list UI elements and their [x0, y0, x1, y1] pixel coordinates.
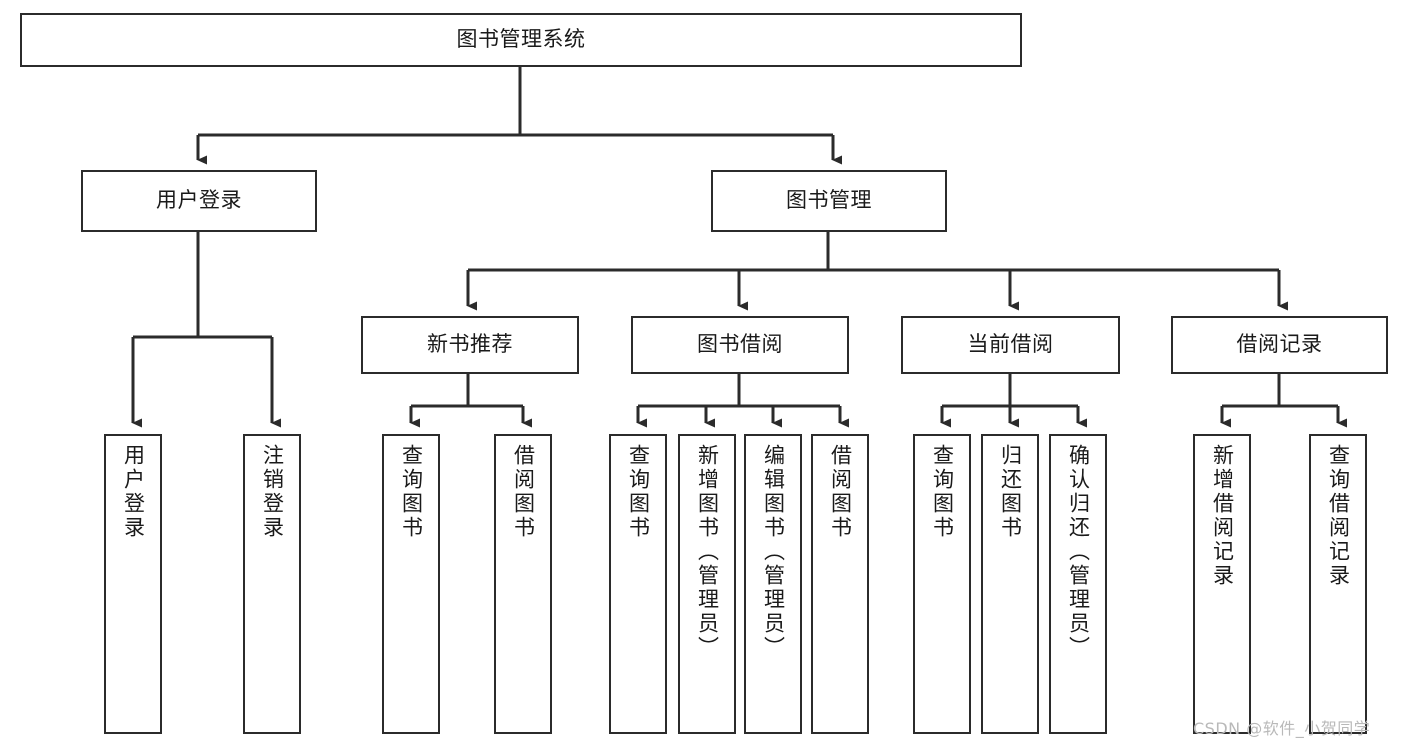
leaf-user-login-logout[interactable]: 注销登录: [243, 434, 301, 734]
leaf-borrow-add-book-admin[interactable]: 新增图书（管理员）: [678, 434, 736, 734]
leaf-borrow-query-book[interactable]: 查询图书: [609, 434, 667, 734]
node-label: 借阅记录: [1236, 332, 1323, 357]
leaf-label: 用户登录: [121, 444, 146, 540]
leaf-label: 新增借阅记录: [1210, 444, 1235, 588]
node-label: 新书推荐: [427, 332, 513, 357]
node-label: 当前借阅: [967, 332, 1054, 357]
csdn-watermark: CSDN @软件_小贺同学: [1193, 719, 1371, 738]
node-user-login[interactable]: 用户登录: [81, 170, 317, 232]
leaf-label: 查询图书: [930, 444, 955, 540]
node-borrow-record[interactable]: 借阅记录: [1171, 316, 1388, 374]
node-new-book-recommend[interactable]: 新书推荐: [361, 316, 579, 374]
leaf-label: 借阅图书: [828, 444, 853, 540]
node-current-borrow[interactable]: 当前借阅: [901, 316, 1120, 374]
node-root-system[interactable]: 图书管理系统: [20, 13, 1022, 67]
node-label: 用户登录: [156, 188, 242, 213]
leaf-user-login-login[interactable]: 用户登录: [104, 434, 162, 734]
leaf-record-add-record[interactable]: 新增借阅记录: [1193, 434, 1251, 734]
leaf-current-query-book[interactable]: 查询图书: [913, 434, 971, 734]
leaf-current-return-book[interactable]: 归还图书: [981, 434, 1039, 734]
node-label: 图书借阅: [697, 332, 783, 357]
node-label: 图书管理: [786, 188, 872, 213]
leaf-label: 查询图书: [399, 444, 424, 540]
leaf-record-query-record[interactable]: 查询借阅记录: [1309, 434, 1367, 734]
leaf-label: 新增图书（管理员）: [695, 444, 720, 660]
leaf-label: 确认归还（管理员）: [1066, 444, 1091, 660]
leaf-label: 借阅图书: [511, 444, 536, 540]
leaf-borrow-borrow-book[interactable]: 借阅图书: [811, 434, 869, 734]
leaf-recommend-query-book[interactable]: 查询图书: [382, 434, 440, 734]
leaf-label: 归还图书: [998, 444, 1023, 540]
node-book-management[interactable]: 图书管理: [711, 170, 947, 232]
leaf-label: 编辑图书（管理员）: [761, 444, 786, 660]
node-label: 图书管理系统: [456, 27, 586, 52]
leaf-borrow-edit-book-admin[interactable]: 编辑图书（管理员）: [744, 434, 802, 734]
leaf-current-confirm-return-admin[interactable]: 确认归还（管理员）: [1049, 434, 1107, 734]
node-book-borrow[interactable]: 图书借阅: [631, 316, 849, 374]
leaf-label: 查询图书: [626, 444, 651, 540]
leaf-label: 注销登录: [260, 444, 285, 540]
leaf-label: 查询借阅记录: [1326, 444, 1351, 588]
leaf-recommend-borrow-book[interactable]: 借阅图书: [494, 434, 552, 734]
